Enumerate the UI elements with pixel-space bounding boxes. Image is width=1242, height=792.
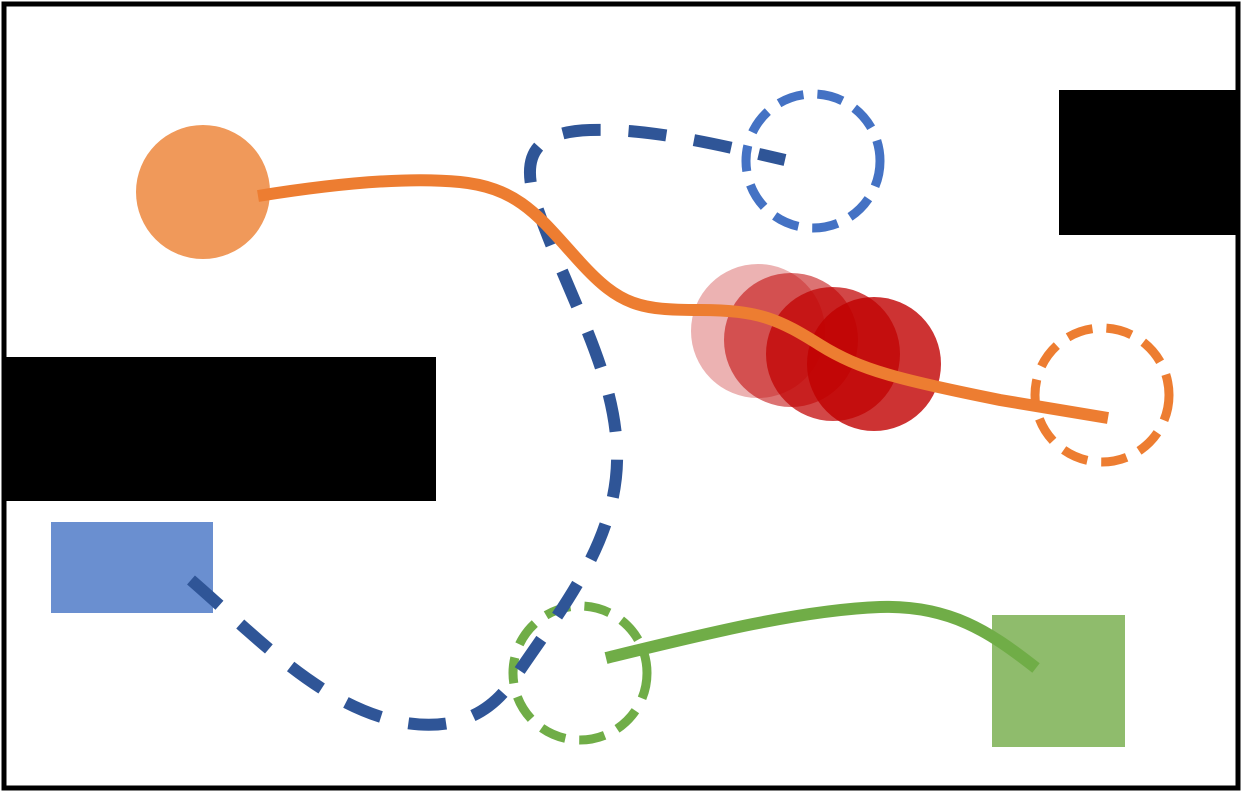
green-path [604,600,1040,673]
blue-path [187,123,787,731]
orange-goal-circle [1030,323,1174,467]
obstacle-left [4,357,436,501]
blue-goal-circle [741,89,885,233]
orange-start-circle [136,125,270,259]
orange-path [257,174,1109,424]
green-goal-circle [508,601,652,745]
obstacle-top-right [1059,90,1238,235]
green-start-square [992,615,1125,747]
blue-start-rectangle [51,522,213,613]
